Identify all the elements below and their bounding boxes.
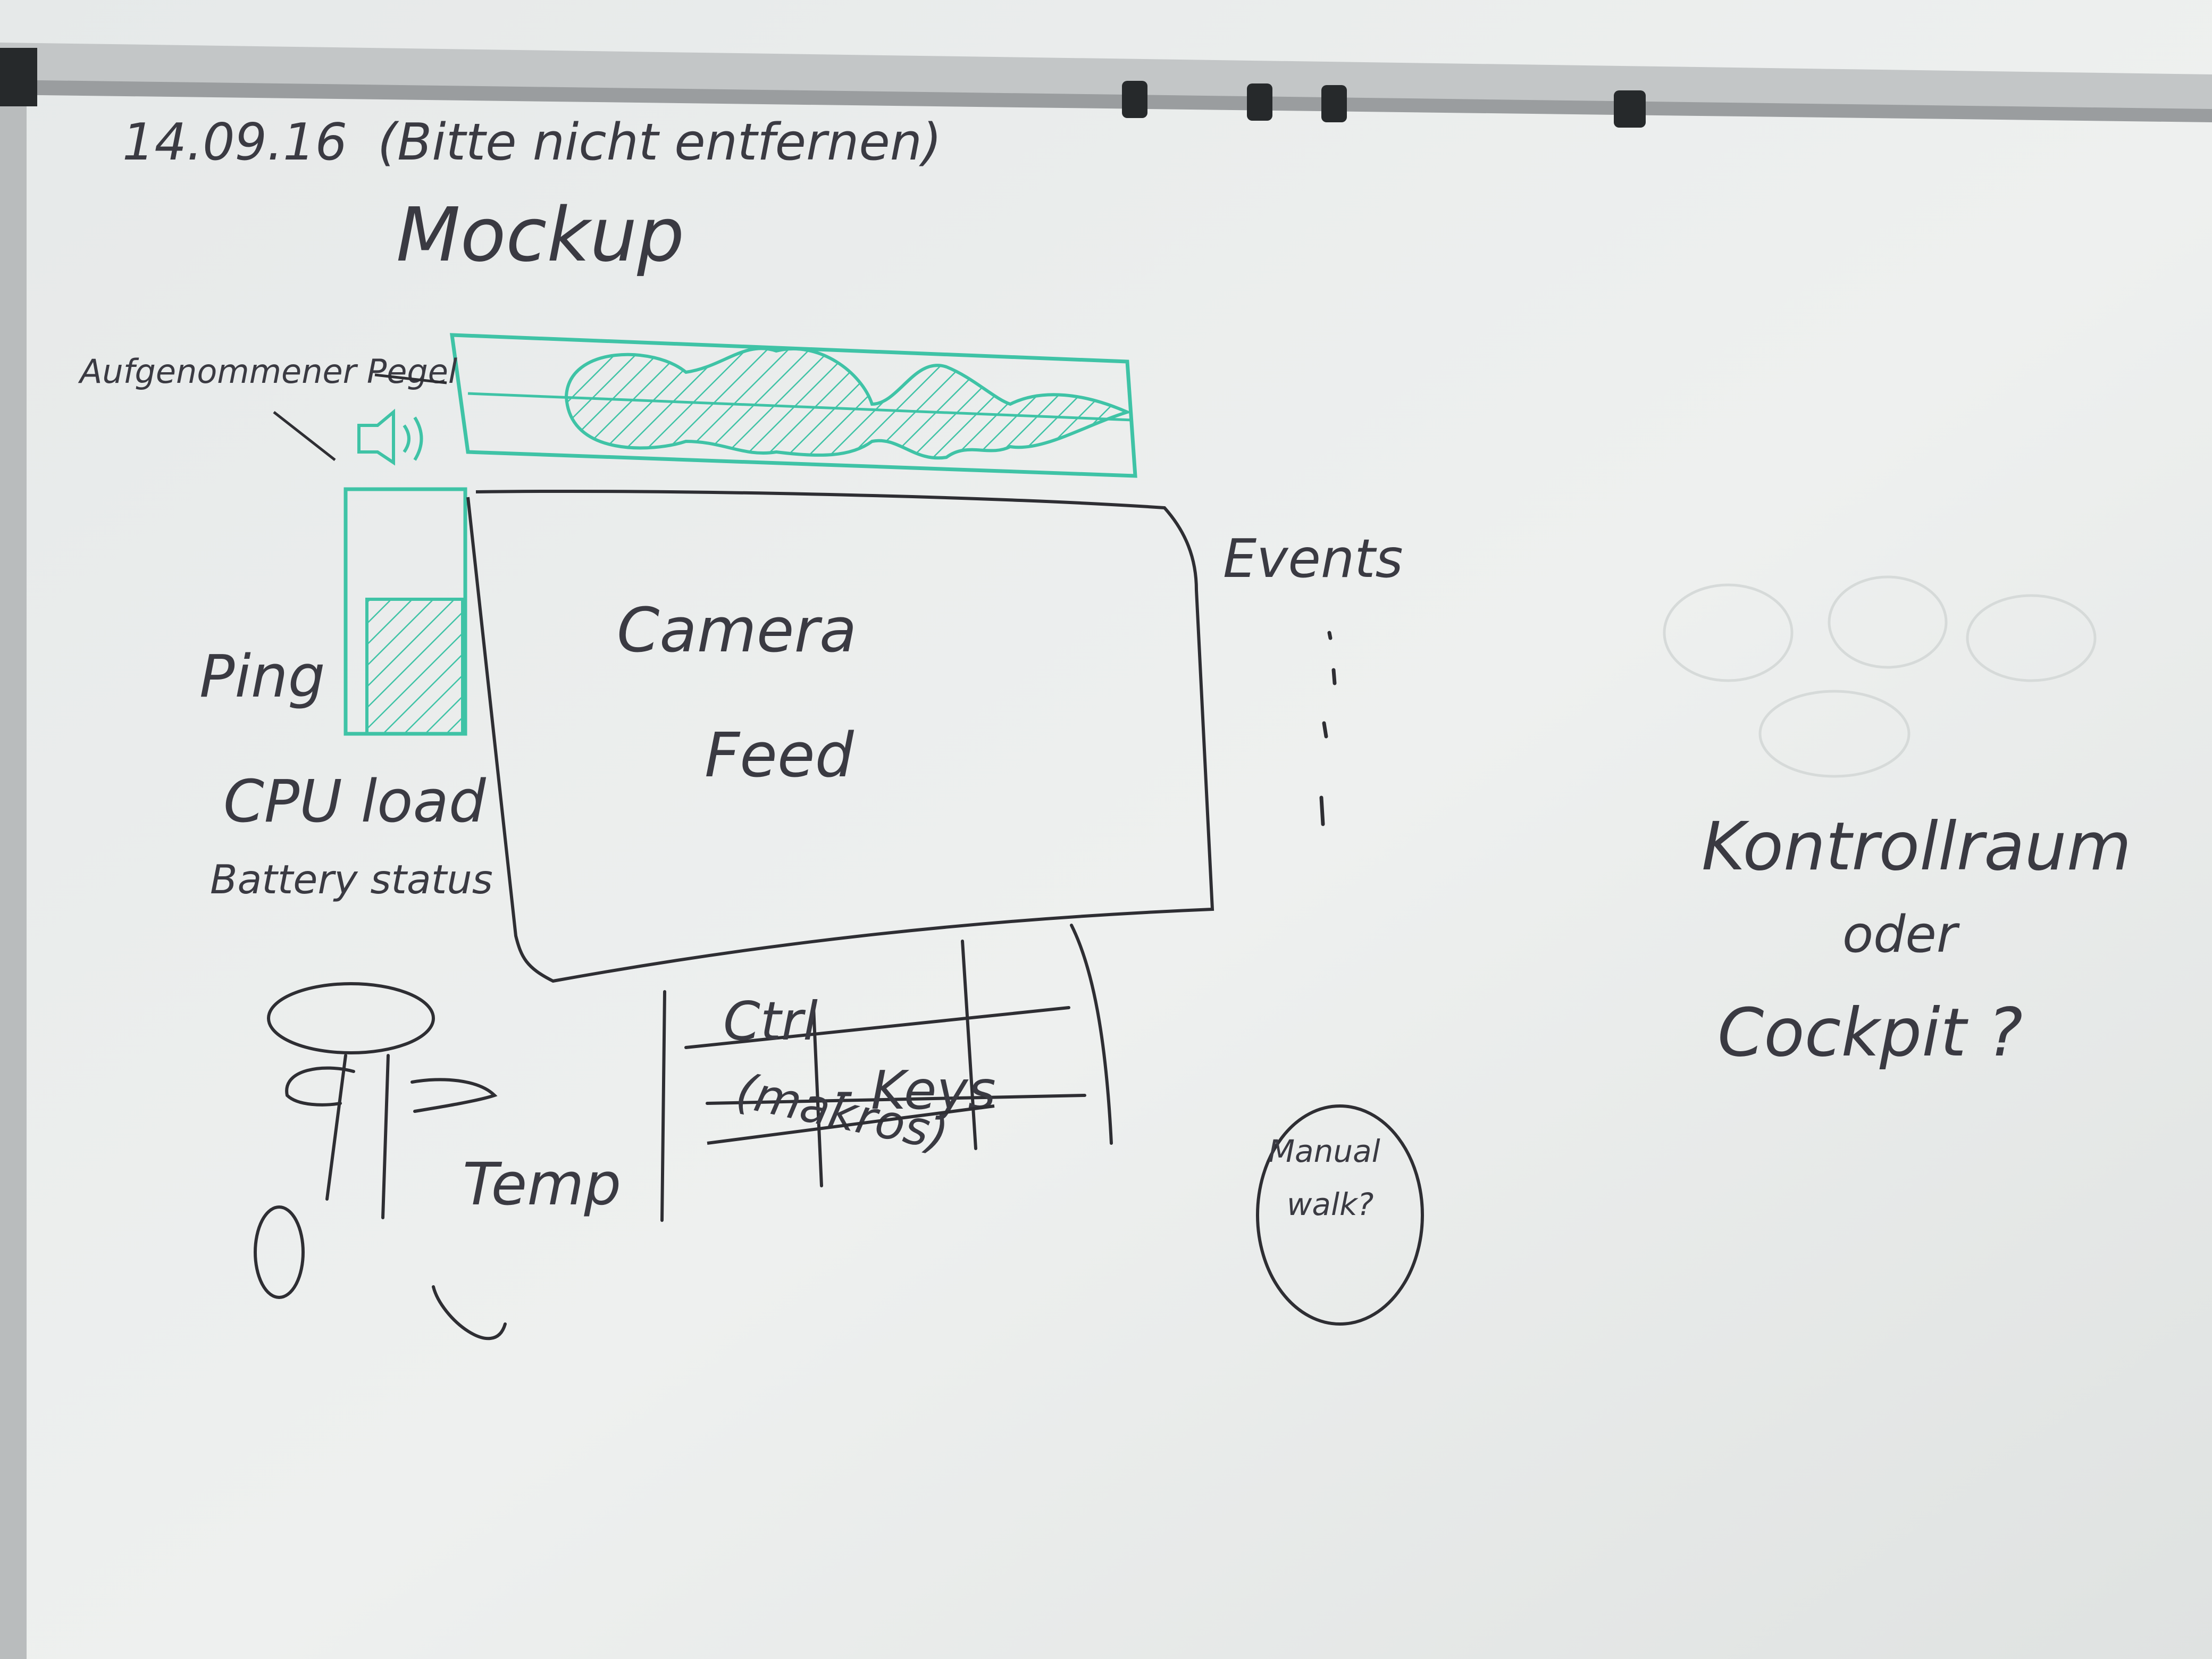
speaker-pointer-line bbox=[273, 411, 336, 461]
kontrollraum-label: Kontrollraum bbox=[1702, 808, 2132, 885]
date-text: 14.09.16 bbox=[122, 113, 347, 172]
manual-label: Manual bbox=[1268, 1133, 1380, 1169]
level-pointer-line bbox=[374, 373, 447, 384]
tray-clip bbox=[1614, 90, 1646, 128]
note-text: (Bitte nicht entfernen) bbox=[378, 113, 942, 172]
level-meter-fill bbox=[365, 598, 464, 735]
temp-label: Temp bbox=[463, 1150, 621, 1218]
events-label: Events bbox=[1223, 527, 1403, 590]
ping-label: Ping bbox=[199, 642, 325, 710]
ghost-marks bbox=[1663, 575, 2097, 778]
camera-feed-frame bbox=[466, 490, 1214, 983]
cpu-load-label: CPU load bbox=[223, 767, 487, 835]
oder-label: oder bbox=[1842, 906, 1960, 964]
cockpit-label: Cockpit ? bbox=[1717, 994, 2023, 1071]
feed-label: Feed bbox=[705, 720, 854, 791]
marker-tray-rail bbox=[0, 80, 2212, 122]
manual-walk-bubble bbox=[1256, 1104, 1424, 1326]
ctrl-label: Ctrl bbox=[723, 990, 818, 1052]
battery-status-label: Battery status bbox=[210, 856, 493, 903]
speaker-icon bbox=[357, 408, 423, 466]
mockup-title: Mockup bbox=[396, 192, 684, 279]
whiteboard-left-frame bbox=[0, 48, 27, 1659]
audio-waveform-bar bbox=[449, 333, 1137, 478]
robot-sketch bbox=[254, 982, 507, 1340]
events-list-marks bbox=[1319, 631, 1337, 826]
controls-table bbox=[660, 924, 1113, 1222]
strike-line bbox=[707, 1104, 995, 1145]
whiteboard-top-frame bbox=[0, 43, 2212, 117]
level-meter bbox=[343, 487, 467, 736]
tray-corner bbox=[0, 48, 37, 106]
camera-label: Camera bbox=[617, 595, 857, 666]
waveform-shape bbox=[564, 347, 1132, 460]
tray-clip bbox=[1247, 83, 1272, 121]
keys-label: - Keys bbox=[835, 1059, 996, 1121]
tray-clip bbox=[1122, 81, 1147, 118]
level-label: Aufgenommener Pegel bbox=[78, 352, 457, 391]
tray-clip bbox=[1321, 85, 1347, 122]
walk-label: walk? bbox=[1287, 1186, 1373, 1222]
